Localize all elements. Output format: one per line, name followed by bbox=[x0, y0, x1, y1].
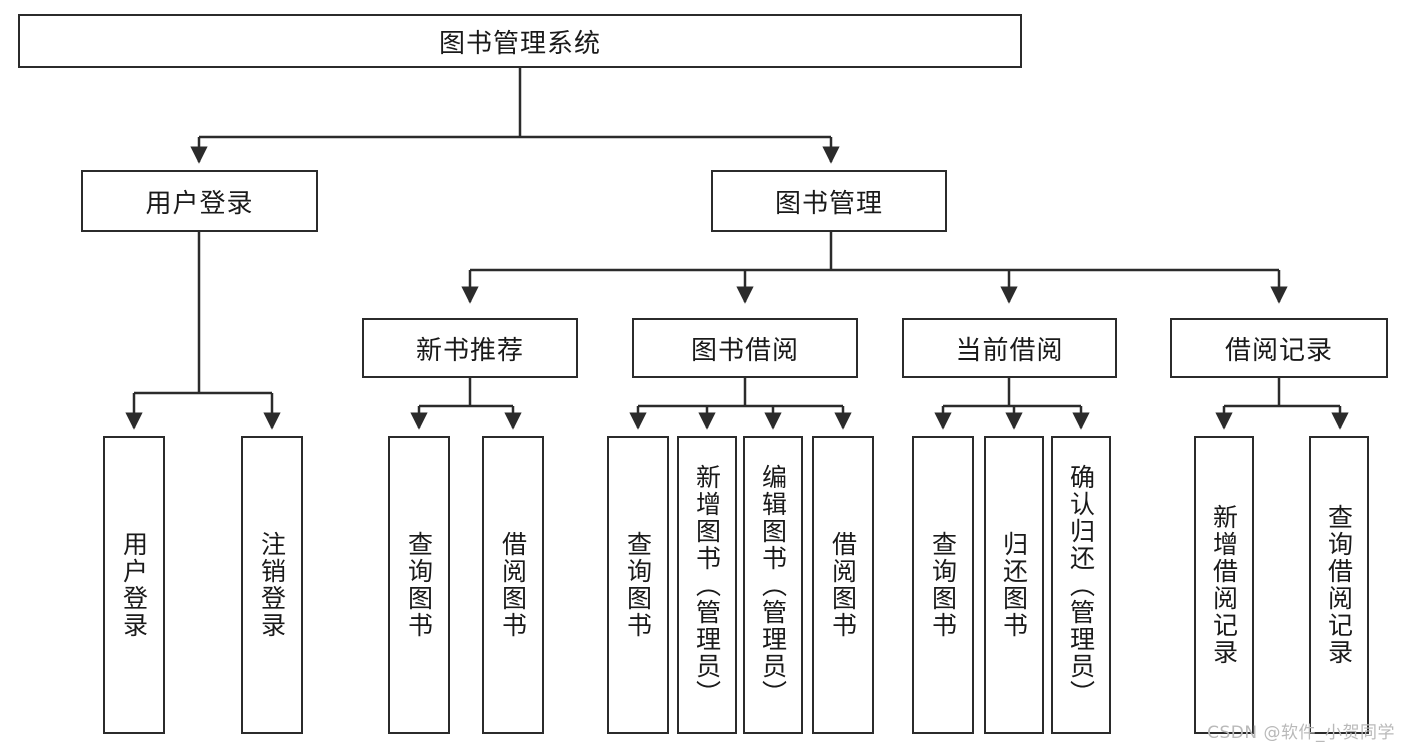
leaf-borrow-edit-book[interactable]: 编辑图书（管理员） bbox=[743, 436, 803, 734]
node-user-login-label: 用户登录 bbox=[145, 188, 254, 219]
leaf-current-query-book[interactable]: 查询图书 bbox=[912, 436, 974, 734]
leaf-borrow-query-book-label: 查询图书 bbox=[623, 531, 653, 639]
leaf-current-query-book-label: 查询图书 bbox=[928, 531, 958, 639]
node-current-borrow[interactable]: 当前借阅 bbox=[902, 318, 1117, 378]
leaf-current-confirm-return[interactable]: 确认归还（管理员） bbox=[1051, 436, 1111, 734]
leaf-borrow-borrow-book-label: 借阅图书 bbox=[828, 531, 858, 639]
leaf-user-login-signout-label: 注销登录 bbox=[257, 531, 287, 639]
leaf-borrow-edit-book-label: 编辑图书（管理员） bbox=[758, 463, 788, 707]
leaf-borrow-add-book[interactable]: 新增图书（管理员） bbox=[677, 436, 737, 734]
leaf-borrow-borrow-book[interactable]: 借阅图书 bbox=[812, 436, 874, 734]
node-book-management-label: 图书管理 bbox=[774, 188, 883, 219]
leaf-recommend-query-book[interactable]: 查询图书 bbox=[388, 436, 450, 734]
leaf-current-confirm-return-label: 确认归还（管理员） bbox=[1066, 463, 1096, 707]
node-borrow-record-label: 借阅记录 bbox=[1224, 335, 1333, 366]
node-new-book-recommend[interactable]: 新书推荐 bbox=[362, 318, 578, 378]
csdn-watermark: CSDN @软件_小贺同学 bbox=[1207, 723, 1395, 743]
leaf-borrow-add-book-label: 新增图书（管理员） bbox=[692, 463, 722, 707]
node-root[interactable]: 图书管理系统 bbox=[18, 14, 1022, 68]
leaf-current-return-book-label: 归还图书 bbox=[999, 531, 1029, 639]
leaf-user-login-signin[interactable]: 用户登录 bbox=[103, 436, 165, 734]
leaf-record-query-record-label: 查询借阅记录 bbox=[1324, 504, 1354, 666]
node-book-management[interactable]: 图书管理 bbox=[711, 170, 947, 232]
leaf-user-login-signout[interactable]: 注销登录 bbox=[241, 436, 303, 734]
node-user-login[interactable]: 用户登录 bbox=[81, 170, 318, 232]
leaf-record-add-record-label: 新增借阅记录 bbox=[1209, 504, 1239, 666]
node-book-borrow-label: 图书借阅 bbox=[690, 335, 799, 366]
leaf-current-return-book[interactable]: 归还图书 bbox=[984, 436, 1044, 734]
node-new-book-recommend-label: 新书推荐 bbox=[415, 335, 524, 366]
leaf-recommend-borrow-book[interactable]: 借阅图书 bbox=[482, 436, 544, 734]
leaf-recommend-query-book-label: 查询图书 bbox=[404, 531, 434, 639]
leaf-record-add-record[interactable]: 新增借阅记录 bbox=[1194, 436, 1254, 734]
leaf-borrow-query-book[interactable]: 查询图书 bbox=[607, 436, 669, 734]
node-root-label: 图书管理系统 bbox=[438, 28, 601, 59]
node-book-borrow[interactable]: 图书借阅 bbox=[632, 318, 858, 378]
leaf-recommend-borrow-book-label: 借阅图书 bbox=[498, 531, 528, 639]
node-current-borrow-label: 当前借阅 bbox=[955, 335, 1064, 366]
node-borrow-record[interactable]: 借阅记录 bbox=[1170, 318, 1388, 378]
leaf-user-login-signin-label: 用户登录 bbox=[119, 531, 149, 639]
leaf-record-query-record[interactable]: 查询借阅记录 bbox=[1309, 436, 1369, 734]
